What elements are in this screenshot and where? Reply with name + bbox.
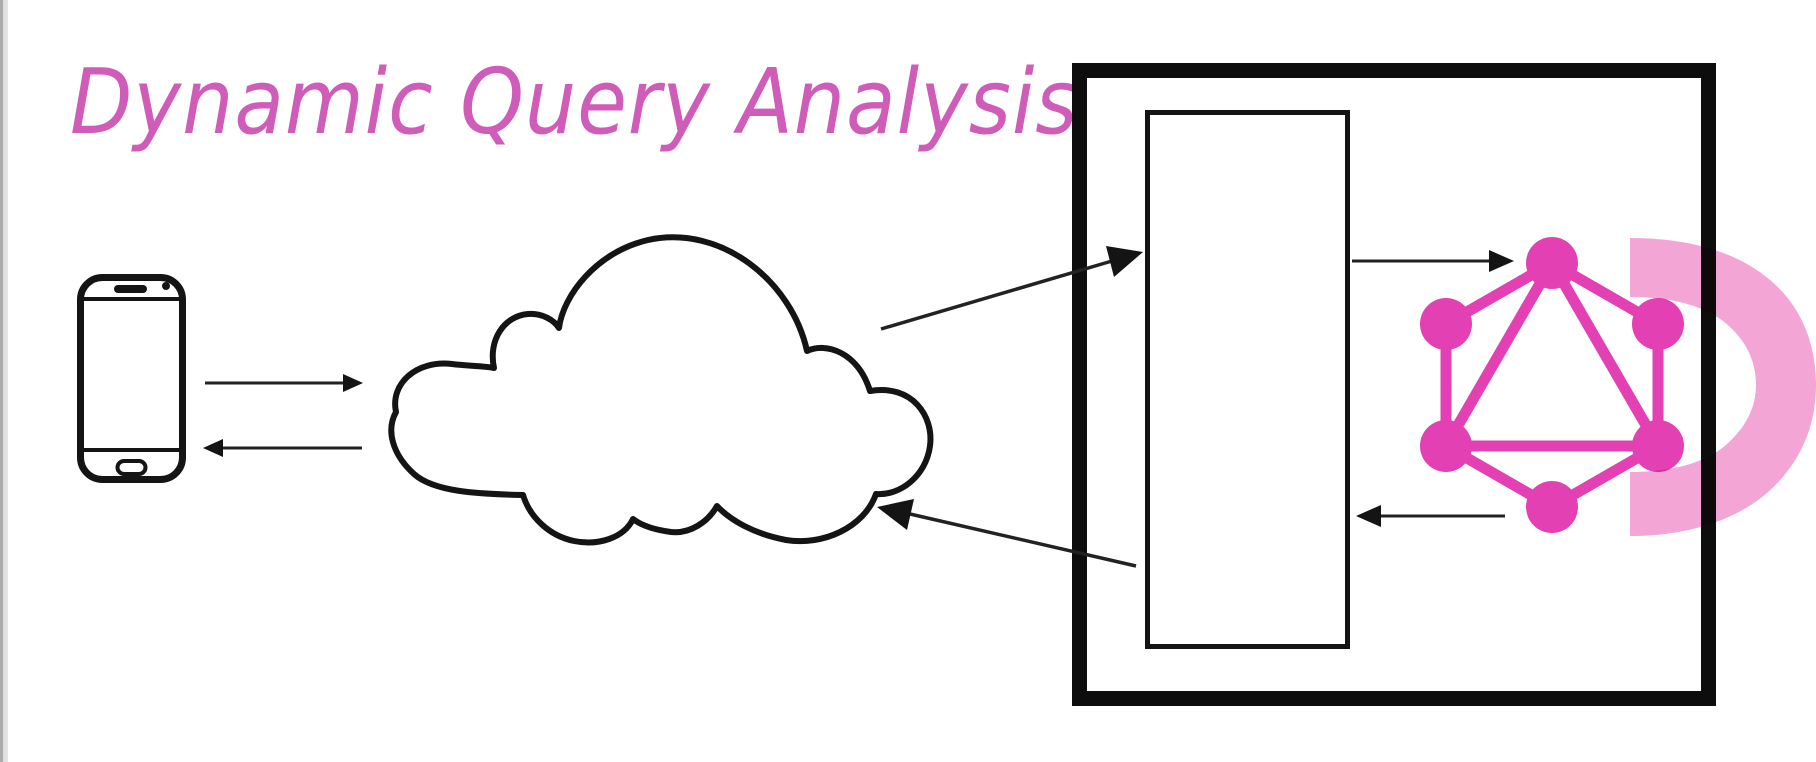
query-panel (1145, 110, 1350, 649)
phone-to-cloud-arrow (205, 374, 363, 392)
phone-speaker (114, 285, 147, 293)
window-edge-strip (0, 0, 8, 762)
cloud-to-box-arrowhead (1106, 246, 1143, 277)
phone-camera-dot (162, 282, 170, 290)
phone-body (77, 274, 186, 483)
phone-to-cloud-arrowhead (343, 374, 363, 392)
panel-to-graphql-arrowhead (1489, 250, 1514, 272)
pink-d-overlay (1630, 238, 1816, 536)
diagram-title: Dynamic Query Analysis (70, 50, 1079, 155)
cloud-to-phone-arrowhead (203, 439, 223, 457)
smartphone-icon (77, 274, 186, 483)
phone-home-button (115, 459, 148, 476)
graphql-to-panel-arrowhead (1356, 505, 1381, 527)
box-to-cloud-arrow (877, 499, 1137, 568)
cloud-to-phone-arrow (203, 439, 362, 457)
graphql-to-panel-arrow (1356, 505, 1505, 527)
box-to-cloud-arrow-line (909, 512, 1137, 568)
cloud-to-box-arrow (880, 246, 1143, 331)
graphql-logo-icon (1420, 237, 1684, 533)
graphql-logo-nodes (1420, 237, 1684, 533)
cloud-icon (388, 234, 934, 546)
box-to-cloud-arrowhead (877, 499, 914, 530)
panel-to-graphql-arrow (1352, 250, 1514, 272)
cloud-to-box-arrow-line (880, 259, 1113, 331)
